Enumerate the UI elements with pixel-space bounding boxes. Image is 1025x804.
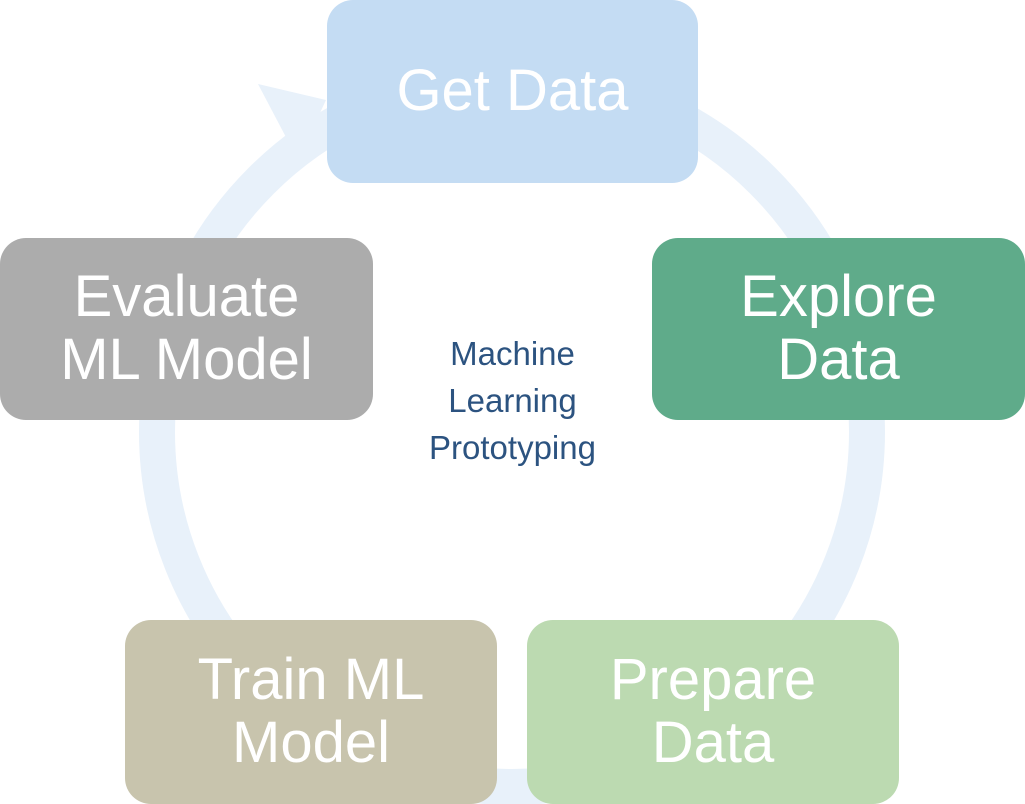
step-evaluate-ml-model-label-2: ML Model: [60, 327, 313, 392]
step-prepare-data-label-1: Prepare: [609, 647, 817, 713]
center-label-line-2: Learning: [448, 382, 577, 419]
step-explore-data: Explore Data: [652, 238, 1025, 420]
step-train-ml-model-label-2: Model: [232, 710, 390, 775]
step-train-ml-model: Train ML Model: [125, 620, 497, 804]
step-explore-data-label-2: Data: [777, 327, 900, 392]
step-get-data-label-1: Get Data: [396, 58, 629, 124]
center-label: Machine Learning Prototyping: [380, 330, 645, 471]
step-prepare-data: Prepare Data: [527, 620, 899, 804]
step-evaluate-ml-model: Evaluate ML Model: [0, 238, 373, 420]
step-train-ml-model-label-1: Train ML: [197, 647, 425, 713]
cycle-arrowhead: [258, 84, 326, 160]
step-prepare-data-label-2: Data: [651, 710, 775, 775]
step-evaluate-ml-model-label-1: Evaluate: [73, 264, 300, 330]
center-label-line-3: Prototyping: [429, 429, 596, 466]
step-explore-data-label-1: Explore: [740, 264, 937, 330]
step-get-data: Get Data: [327, 0, 698, 183]
center-label-line-1: Machine: [450, 335, 575, 372]
